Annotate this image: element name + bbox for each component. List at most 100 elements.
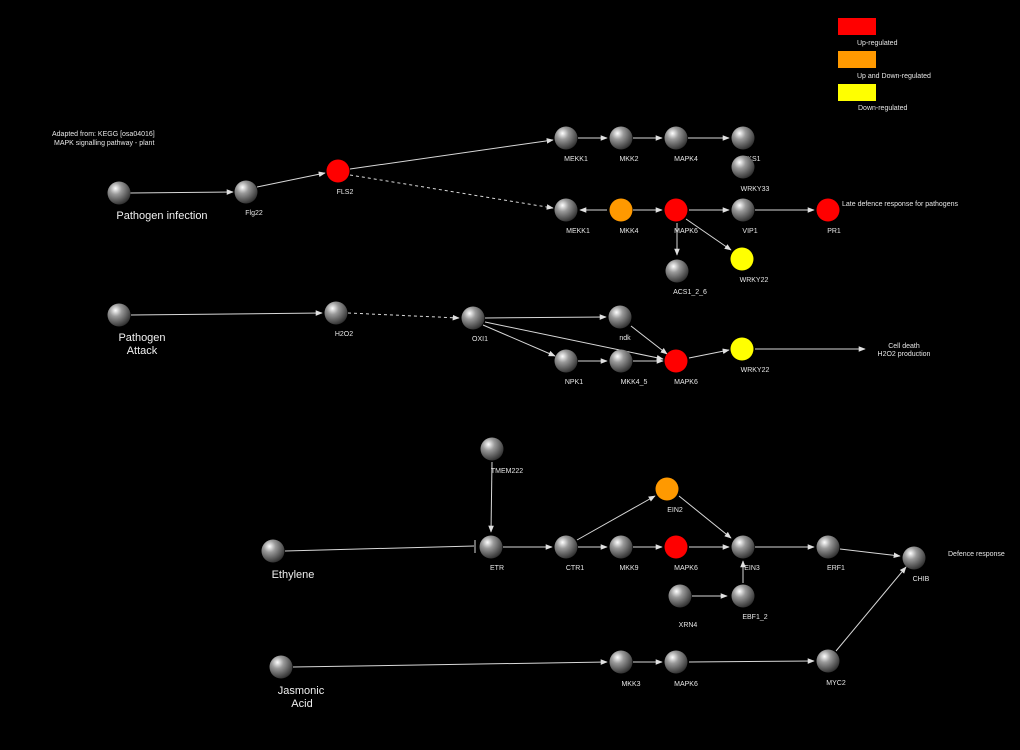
label-mapk4: MAPK4	[674, 156, 698, 163]
node-tmem222[interactable]	[480, 437, 504, 461]
legend-swatch-up	[838, 18, 876, 35]
outcome-cell-death-2: H2O2 production	[878, 351, 931, 358]
label-mkk3: MKK3	[621, 681, 640, 688]
edge	[835, 566, 907, 652]
input-label-pathogen-attack-2: Attack	[127, 345, 158, 357]
source-note-line1: Adapted from: KEGG [osa04016]	[52, 131, 155, 138]
edge	[839, 548, 901, 559]
label-mapk6-d: MAPK6	[674, 681, 698, 688]
label-fls2: FLS2	[337, 189, 354, 196]
edge	[488, 461, 494, 533]
edge	[482, 324, 556, 357]
edge	[256, 171, 326, 188]
node-etr[interactable]	[479, 535, 503, 559]
label-h2o2: H2O2	[335, 331, 353, 338]
label-mapk6-c: MAPK6	[674, 565, 698, 572]
node-mks1[interactable]	[731, 126, 755, 150]
node-wrky33[interactable]	[731, 155, 755, 179]
node-mkk9[interactable]	[609, 535, 633, 559]
label-ndk: ndk	[619, 335, 631, 342]
label-erf1: ERF1	[827, 565, 845, 572]
input-label-jasmonic-2: Acid	[291, 698, 312, 710]
node-mkk3[interactable]	[609, 650, 633, 674]
node-wrky22-a[interactable]	[730, 247, 754, 271]
label-flg22: Flg22	[245, 210, 263, 217]
label-acs: ACS1_2_6	[673, 289, 707, 296]
node-acs[interactable]	[665, 259, 689, 283]
input-label-jasmonic-1: Jasmonic	[278, 685, 325, 697]
edge	[130, 310, 323, 316]
edge	[678, 495, 732, 539]
inputs: Pathogen infection Pathogen Attack Ethyl…	[107, 181, 325, 710]
node-myc2[interactable]	[816, 649, 840, 673]
node-mkk4[interactable]	[609, 198, 633, 222]
label-wrky22-b: WRKY22	[741, 367, 770, 374]
outcome-cell-death-1: Cell death	[888, 343, 920, 350]
label-mkk9: MKK9	[619, 565, 638, 572]
label-mekk1-b: MEKK1	[566, 228, 590, 235]
label-ein2: EIN2	[667, 507, 683, 514]
input-node-ethylene[interactable]	[261, 539, 285, 563]
input-node-pathogen-attack[interactable]	[107, 303, 131, 327]
label-mapk6-a: MAPK6	[674, 228, 698, 235]
node-ein2[interactable]	[655, 477, 679, 501]
outcome-late-defence: Late defence response for pathogens	[842, 201, 958, 208]
node-mkk4-5[interactable]	[609, 349, 633, 373]
node-erf1[interactable]	[816, 535, 840, 559]
legend-label-down: Down-regulated	[858, 105, 908, 112]
node-oxi1[interactable]	[461, 306, 485, 330]
node-vip1[interactable]	[731, 198, 755, 222]
label-oxi1: OXI1	[472, 336, 488, 343]
label-mkk4: MKK4	[619, 228, 638, 235]
node-fls2[interactable]	[326, 159, 350, 183]
edge	[292, 659, 608, 668]
node-mekk1-b[interactable]	[554, 198, 578, 222]
edges	[129, 135, 907, 668]
node-mkk2[interactable]	[609, 126, 633, 150]
input-node-pathogen-infection[interactable]	[107, 181, 131, 205]
legend-label-up: Up-regulated	[857, 40, 898, 47]
node-ndk[interactable]	[608, 305, 632, 329]
edge	[484, 321, 664, 361]
node-wrky22-b[interactable]	[730, 337, 754, 361]
node-h2o2[interactable]	[324, 301, 348, 325]
node-flg22[interactable]	[234, 180, 258, 204]
node-pr1[interactable]	[816, 198, 840, 222]
node-mapk6-d[interactable]	[664, 650, 688, 674]
input-label-pathogen-attack-1: Pathogen	[118, 332, 165, 344]
label-chib: CHIB	[913, 576, 930, 583]
label-wrky33: WRKY33	[741, 186, 770, 193]
label-ctr1: CTR1	[566, 565, 584, 572]
node-mapk6-a[interactable]	[664, 198, 688, 222]
node-xrn4[interactable]	[668, 584, 692, 608]
edge-inhibition	[284, 545, 475, 552]
label-xrn4: XRN4	[679, 622, 698, 629]
input-label-ethylene: Ethylene	[272, 569, 315, 581]
node-chib[interactable]	[902, 546, 926, 570]
edge-dashed	[347, 312, 460, 321]
node-mapk4[interactable]	[664, 126, 688, 150]
legend-label-updown: Up and Down-regulated	[857, 73, 931, 80]
label-etr: ETR	[490, 565, 504, 572]
label-mkk4-5: MKK4_5	[621, 379, 648, 386]
label-vip1: VIP1	[742, 228, 757, 235]
label-mekk1-a: MEKK1	[564, 156, 588, 163]
label-npk1: NPK1	[565, 379, 583, 386]
node-ebf1-2[interactable]	[731, 584, 755, 608]
label-tmem222: TMEM222	[491, 468, 523, 475]
node-ctr1[interactable]	[554, 535, 578, 559]
edge	[688, 658, 815, 664]
node-ein3[interactable]	[731, 535, 755, 559]
edge	[129, 189, 234, 195]
node-mapk6-c[interactable]	[664, 535, 688, 559]
input-node-jasmonic-acid[interactable]	[269, 655, 293, 679]
node-mekk1-a[interactable]	[554, 126, 578, 150]
node-npk1[interactable]	[554, 349, 578, 373]
label-ebf1-2: EBF1_2	[742, 614, 767, 621]
gene-nodes: Flg22 FLS2 MEKK1 MKK2 MAPK4 MKS1 WRKY33 …	[234, 126, 1005, 688]
label-mapk6-b: MAPK6	[674, 379, 698, 386]
legend-swatch-updown	[838, 51, 876, 68]
node-mapk6-b[interactable]	[664, 349, 688, 373]
outcome-defence: Defence response	[948, 551, 1005, 558]
